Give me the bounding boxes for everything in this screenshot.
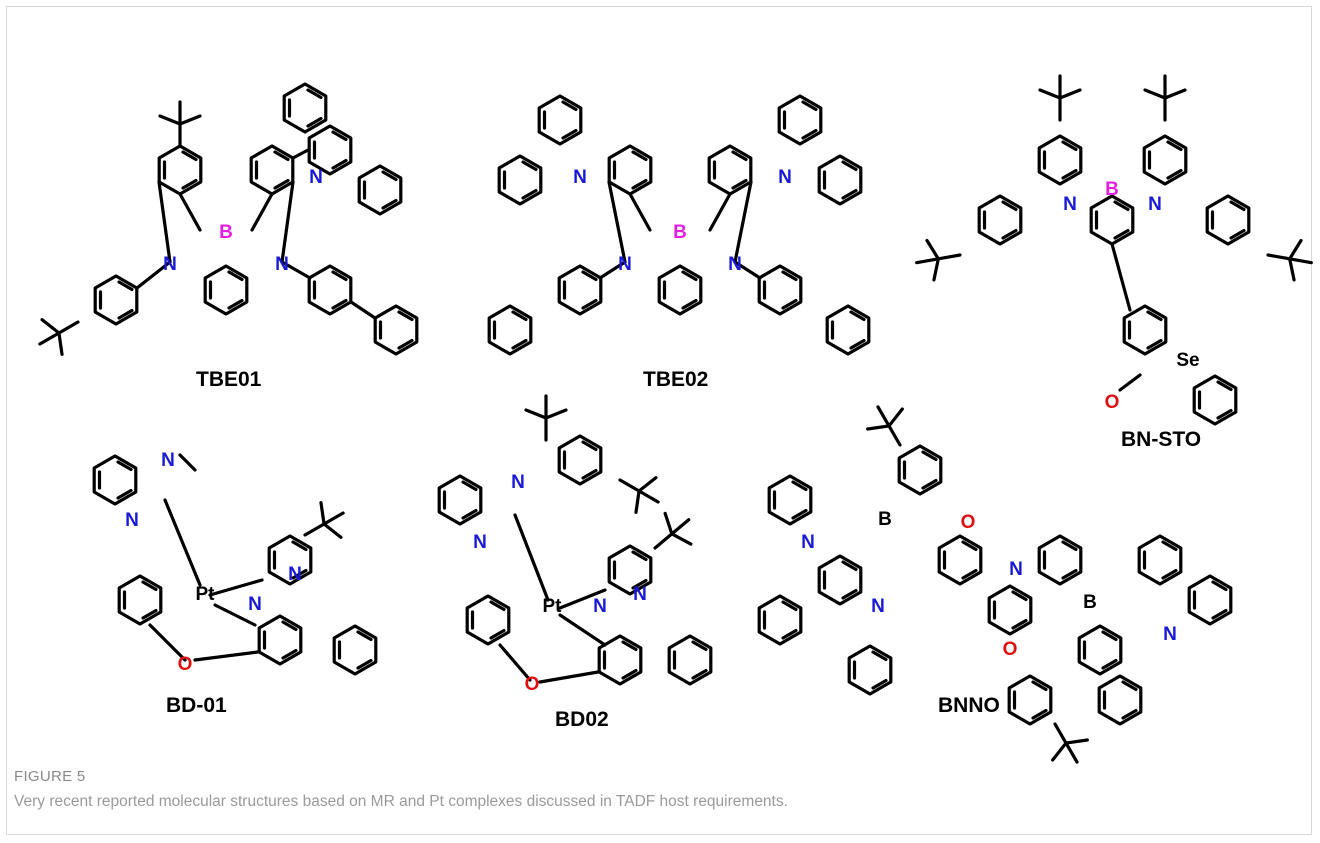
platinum-atom: Pt [543, 596, 563, 617]
nitrogen-atom: N [511, 472, 525, 493]
boron-atom: B [219, 222, 233, 243]
boron-atom: B [878, 509, 892, 530]
nitrogen-atom: N [288, 564, 302, 585]
platinum-atom: Pt [196, 584, 216, 605]
nitrogen-atom: N [871, 596, 885, 617]
selenium-atom: Se [1176, 350, 1199, 371]
oxygen-atom: O [961, 512, 976, 533]
figure-frame [6, 6, 1312, 835]
nitrogen-atom: N [778, 167, 792, 188]
nitrogen-atom: N [1148, 194, 1162, 215]
nitrogen-atom: N [618, 254, 632, 275]
nitrogen-atom: N [801, 532, 815, 553]
structure-bd02: Pt N N N N O [437, 394, 713, 695]
oxygen-atom: O [525, 674, 540, 695]
oxygen-atom: O [1003, 639, 1018, 660]
molecule-label-bd-01: BD-01 [166, 694, 227, 717]
nitrogen-atom: N [1009, 559, 1023, 580]
boron-atom: B [673, 222, 687, 243]
nitrogen-atom: N [573, 167, 587, 188]
molecule-label-tbe02: TBE02 [643, 368, 709, 391]
structure-tbe01: B N N N [28, 82, 419, 363]
molecule-label-bnno: BNNO [938, 694, 1000, 717]
nitrogen-atom: N [163, 254, 177, 275]
figure-caption: Very recent reported molecular structure… [14, 793, 788, 810]
nitrogen-atom: N [473, 532, 487, 553]
molecule-label-bd02: BD02 [555, 708, 609, 731]
nitrogen-atom: N [125, 510, 139, 531]
structure-bn-sto: B N N Se O [911, 74, 1317, 426]
nitrogen-atom: N [1063, 194, 1077, 215]
structure-tbe02: B N N N N [487, 94, 871, 356]
nitrogen-atom: N [633, 584, 647, 605]
structure-bd-01: Pt N N N N O [92, 450, 378, 676]
figure-label: FIGURE 5 [14, 768, 86, 785]
molecule-label-bn-sto: BN-STO [1121, 428, 1202, 451]
nitrogen-atom: N [728, 254, 742, 275]
nitrogen-atom: N [248, 594, 262, 615]
nitrogen-atom: N [1163, 624, 1177, 645]
nitrogen-atom: N [593, 596, 607, 617]
oxygen-atom: O [178, 654, 193, 675]
boron-atom: B [1083, 592, 1097, 613]
molecule-label-tbe01: TBE01 [196, 368, 262, 391]
nitrogen-atom: N [161, 450, 175, 471]
boron-atom: B [1105, 179, 1119, 200]
nitrogen-atom: N [275, 254, 289, 275]
oxygen-atom: O [1105, 392, 1120, 413]
nitrogen-atom: N [309, 167, 323, 188]
structure-bnno: B B O O N N N N [757, 395, 1233, 774]
